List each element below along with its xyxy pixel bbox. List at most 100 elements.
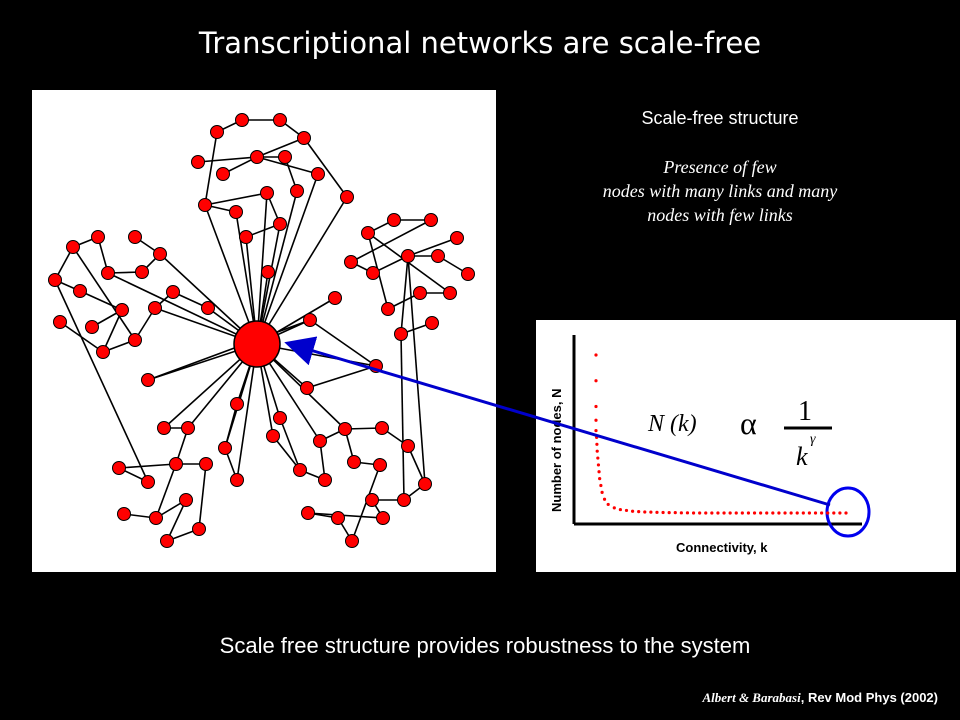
data-point (667, 511, 671, 515)
network-edge (72, 246, 136, 341)
data-point (826, 511, 830, 515)
data-point (691, 511, 696, 515)
data-point (679, 511, 683, 515)
description-block: Scale-free structure Presence of few nod… (540, 108, 900, 227)
network-node (66, 240, 80, 254)
network-node (48, 273, 62, 287)
network-node (229, 205, 243, 219)
data-point (716, 511, 720, 515)
network-node (91, 230, 105, 244)
network-node (85, 320, 99, 334)
description-line: Presence of few (663, 157, 777, 177)
network-node (141, 475, 155, 489)
data-point (789, 511, 793, 515)
network-graph (48, 113, 475, 548)
data-point (643, 510, 647, 514)
network-edge (79, 290, 123, 311)
network-node (273, 411, 287, 425)
network-edge (303, 137, 348, 198)
data-point (624, 508, 629, 513)
data-point (606, 502, 610, 507)
network-edge (350, 219, 432, 263)
citation-journal: , Rev Mod Phys (2002) (800, 690, 938, 705)
network-node (101, 266, 115, 280)
network-edge (204, 192, 268, 206)
data-point (594, 404, 598, 409)
network-node (235, 113, 249, 127)
network-node (278, 150, 292, 164)
network-node (387, 213, 401, 227)
network-node (239, 230, 253, 244)
network-node (461, 267, 475, 281)
network-node (425, 316, 439, 330)
network-node (303, 313, 317, 327)
data-point (612, 506, 616, 510)
data-point (594, 379, 598, 383)
data-point (600, 490, 604, 494)
network-edge (147, 319, 311, 381)
network-node (96, 345, 110, 359)
network-node (53, 315, 67, 329)
data-point (734, 511, 738, 515)
network-node (199, 457, 213, 471)
network-node (373, 458, 387, 472)
network-edge (198, 463, 207, 530)
citation-authors: Albert & Barabasi (702, 690, 801, 705)
citation: Albert & Barabasi, Rev Mod Phys (2002) (702, 690, 938, 706)
network-node (347, 455, 361, 469)
network-node (450, 231, 464, 245)
network-node (273, 217, 287, 231)
network-node (191, 155, 205, 169)
hub-edge (107, 272, 258, 345)
data-point (820, 511, 824, 515)
data-point (655, 510, 659, 514)
network-node (135, 265, 149, 279)
network-node (181, 421, 195, 435)
y-axis-label: Number of nodes, N (549, 388, 564, 512)
network-edge (102, 309, 123, 353)
network-node (166, 285, 180, 299)
network-edge (118, 463, 177, 469)
network-node (293, 463, 307, 477)
proportional-symbol: α (740, 405, 757, 441)
data-point (844, 511, 848, 515)
network-edge (400, 255, 409, 335)
data-point (599, 483, 603, 488)
data-point (595, 442, 599, 446)
degree-distribution-chart: Connectivity, k Number of nodes, N N (k)… (536, 320, 956, 572)
network-node (192, 522, 206, 536)
data-point (704, 511, 708, 515)
network-node (297, 131, 311, 145)
network-node (260, 186, 274, 200)
network-edge (197, 156, 258, 163)
network-node (230, 473, 244, 487)
formula-exponent: γ (810, 432, 816, 447)
network-node (290, 184, 304, 198)
network-node (160, 534, 174, 548)
data-point (838, 511, 842, 515)
data-point (728, 511, 732, 515)
data-point (777, 511, 781, 515)
network-node (366, 266, 380, 280)
data-point (597, 470, 601, 474)
data-point (598, 477, 602, 481)
data-point (602, 497, 607, 501)
description-heading: Scale-free structure (641, 108, 799, 128)
network-node (141, 373, 155, 387)
data-point (637, 510, 641, 514)
chart-plot: Connectivity, k Number of nodes, N (549, 335, 871, 555)
network-node (344, 255, 358, 269)
network-edge (400, 333, 405, 501)
network-edge (407, 237, 458, 257)
network-node (218, 441, 232, 455)
hub-edge (256, 173, 319, 345)
network-node (210, 125, 224, 139)
data-point (661, 510, 665, 515)
network-node (375, 421, 389, 435)
network-node (345, 534, 359, 548)
data-point (594, 353, 598, 357)
data-point (759, 511, 763, 515)
data-point (801, 511, 805, 515)
network-edge (166, 499, 187, 542)
network-node (148, 301, 162, 315)
